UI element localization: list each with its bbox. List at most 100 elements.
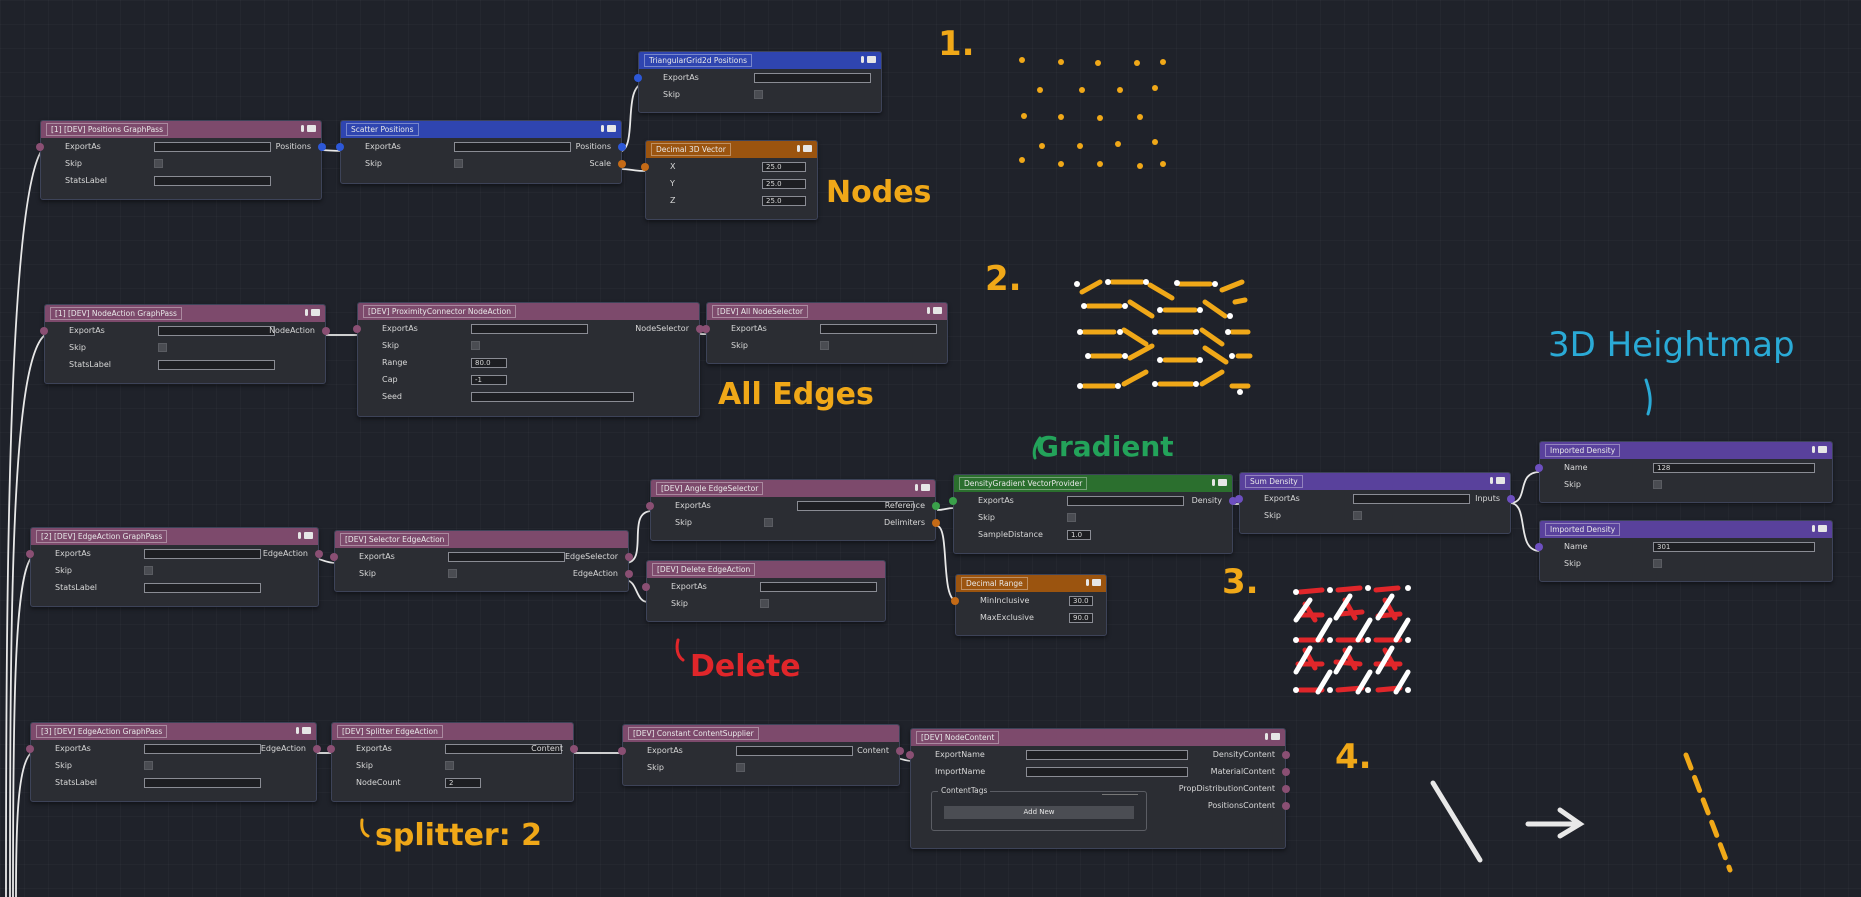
max-input[interactable]: 90.0 xyxy=(1069,612,1093,623)
comment-icon[interactable] xyxy=(933,307,942,314)
node-proximity-connector[interactable]: [DEV] ProximityConnector NodeAction Expo… xyxy=(353,302,704,417)
node-delete-edgeaction[interactable]: [DEV] Delete EdgeAction ExportAs Skip xyxy=(642,560,886,622)
reference-output-port[interactable] xyxy=(932,501,940,510)
exportas-input[interactable] xyxy=(454,141,571,152)
node-header[interactable]: Decimal Range xyxy=(956,575,1106,592)
node-header[interactable]: [DEV] All NodeSelector xyxy=(707,303,947,320)
input-port[interactable] xyxy=(949,496,957,505)
comment-icon[interactable] xyxy=(304,532,313,539)
input-port[interactable] xyxy=(618,746,626,755)
output-port[interactable] xyxy=(315,549,323,558)
node-header[interactable]: [DEV] Splitter EdgeAction xyxy=(332,723,573,740)
statslabel-input[interactable] xyxy=(154,175,271,186)
x-input[interactable]: 25.0 xyxy=(762,161,806,172)
exportas-input[interactable] xyxy=(1067,495,1184,506)
input-port[interactable] xyxy=(1535,463,1543,472)
input-port[interactable] xyxy=(951,596,959,605)
edgeselector-output-port[interactable] xyxy=(625,552,633,561)
pin-icon[interactable] xyxy=(296,727,299,734)
pin-icon[interactable] xyxy=(298,532,301,539)
input-port[interactable] xyxy=(36,142,44,151)
exportas-input[interactable] xyxy=(144,548,261,559)
skip-checkbox[interactable] xyxy=(158,343,167,352)
skip-checkbox[interactable] xyxy=(1353,511,1362,520)
seed-input[interactable] xyxy=(471,391,634,402)
skip-checkbox[interactable] xyxy=(144,761,153,770)
input-port[interactable] xyxy=(634,73,642,82)
importname-input[interactable] xyxy=(1026,766,1188,777)
node-header[interactable]: [DEV] Selector EdgeAction xyxy=(335,531,628,548)
output-port[interactable] xyxy=(696,324,704,333)
name-input[interactable]: 128 xyxy=(1653,462,1815,473)
input-port[interactable] xyxy=(642,582,650,591)
positions-output-port[interactable] xyxy=(618,142,626,151)
skip-checkbox[interactable] xyxy=(454,159,463,168)
skip-checkbox[interactable] xyxy=(471,341,480,350)
pin-icon[interactable] xyxy=(1086,579,1089,586)
y-input[interactable]: 25.0 xyxy=(762,178,806,189)
input-port[interactable] xyxy=(327,744,335,753)
comment-icon[interactable] xyxy=(1818,446,1827,453)
node-header[interactable]: [2] [DEV] EdgeAction GraphPass xyxy=(31,528,318,545)
output-port[interactable] xyxy=(322,326,330,335)
skip-checkbox[interactable] xyxy=(448,569,457,578)
input-port[interactable] xyxy=(1235,494,1243,503)
pin-icon[interactable] xyxy=(797,145,800,152)
output-port[interactable] xyxy=(318,142,326,151)
input-port[interactable] xyxy=(26,549,34,558)
output-port[interactable] xyxy=(1229,496,1237,505)
z-input[interactable]: 25.0 xyxy=(762,195,806,206)
pin-icon[interactable] xyxy=(1812,525,1815,532)
node-header[interactable]: Scatter Positions xyxy=(341,121,621,138)
min-input[interactable]: 30.0 xyxy=(1069,595,1093,606)
pin-icon[interactable] xyxy=(915,484,918,491)
input-port[interactable] xyxy=(906,750,914,759)
output-port[interactable] xyxy=(313,744,321,753)
pin-icon[interactable] xyxy=(601,125,604,132)
node-header[interactable]: [DEV] Delete EdgeAction xyxy=(647,561,885,578)
skip-checkbox[interactable] xyxy=(764,518,773,527)
node-header[interactable]: Sum Density xyxy=(1240,473,1510,490)
pin-icon[interactable] xyxy=(301,125,304,132)
output-port[interactable] xyxy=(570,744,578,753)
input-port[interactable] xyxy=(330,552,338,561)
node-header[interactable]: [DEV] Constant ContentSupplier xyxy=(623,725,899,742)
node-header[interactable]: TriangularGrid2d Positions xyxy=(639,52,881,69)
input-port[interactable] xyxy=(353,324,361,333)
exportas-input[interactable] xyxy=(445,743,562,754)
comment-icon[interactable] xyxy=(803,145,812,152)
node-header[interactable]: [1] [DEV] Positions GraphPass xyxy=(41,121,321,138)
comment-icon[interactable] xyxy=(307,125,316,132)
node-header[interactable]: [DEV] Angle EdgeSelector xyxy=(651,480,935,497)
pin-icon[interactable] xyxy=(1812,446,1815,453)
delimiters-output-port[interactable] xyxy=(932,518,940,527)
skip-checkbox[interactable] xyxy=(144,566,153,575)
positionscontent-output-port[interactable] xyxy=(1282,801,1290,810)
comment-icon[interactable] xyxy=(1496,477,1505,484)
skip-checkbox[interactable] xyxy=(1653,480,1662,489)
exportas-input[interactable] xyxy=(158,325,275,336)
skip-checkbox[interactable] xyxy=(445,761,454,770)
input-port[interactable] xyxy=(26,744,34,753)
exportas-input[interactable] xyxy=(144,743,261,754)
sampledistance-input[interactable]: 1.0 xyxy=(1067,529,1091,540)
comment-icon[interactable] xyxy=(302,727,311,734)
exportas-input[interactable] xyxy=(448,551,565,562)
input-port[interactable] xyxy=(40,326,48,335)
exportas-input[interactable] xyxy=(736,745,853,756)
edgeaction-output-port[interactable] xyxy=(625,569,633,578)
range-input[interactable]: 80.0 xyxy=(471,357,507,368)
node-header[interactable]: Imported Density xyxy=(1540,442,1832,459)
comment-icon[interactable] xyxy=(1818,525,1827,532)
exportas-input[interactable] xyxy=(154,141,271,152)
